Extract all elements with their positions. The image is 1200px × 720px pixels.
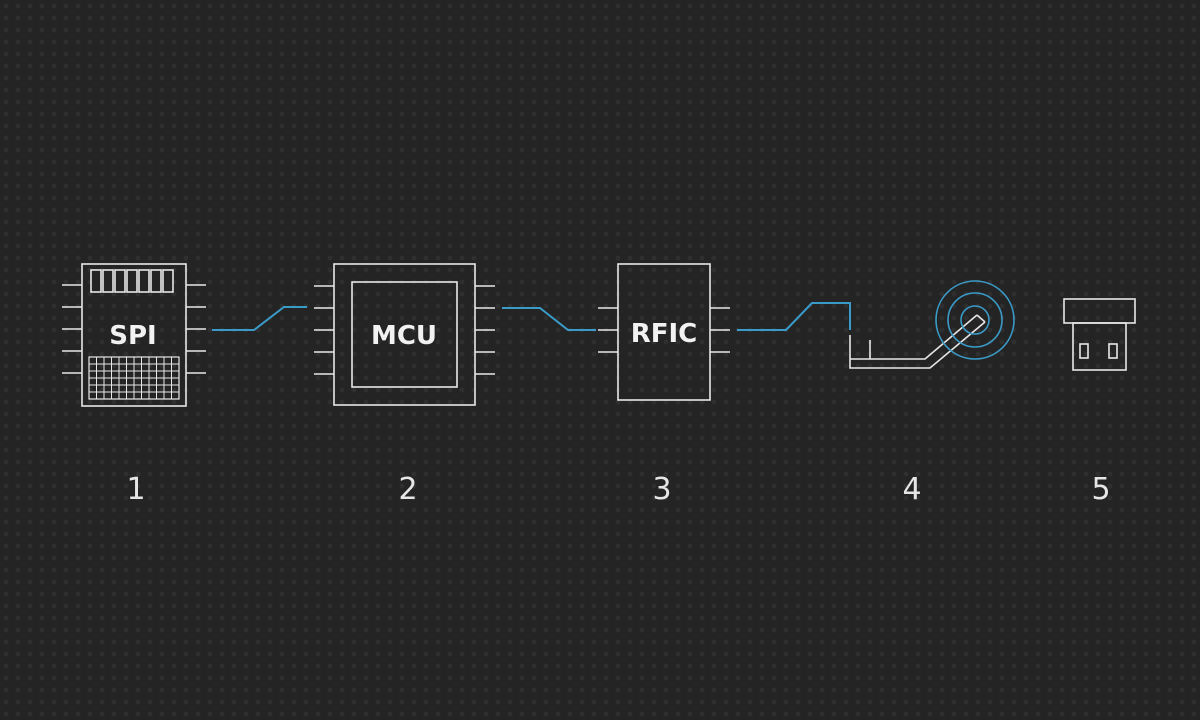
- pcb-antenna-icon: [849, 314, 986, 369]
- component-number-2: 2: [398, 472, 418, 507]
- usb-receiver-icon: [1063, 298, 1136, 371]
- mcu-to-rfic-trace: [502, 307, 596, 331]
- microcontroller-chip-icon: [314, 263, 495, 406]
- component-number-4: 4: [902, 472, 922, 507]
- spi-flash-chip-icon: [62, 263, 206, 407]
- spi-to-mcu-trace: [212, 306, 307, 331]
- spi-chip-label: SPI: [109, 321, 156, 351]
- component-number-1: 1: [126, 472, 146, 507]
- component-number-3: 3: [652, 472, 672, 507]
- rfic-chip-label: RFIC: [631, 319, 698, 349]
- rfic-to-antenna-trace: [737, 302, 851, 331]
- radio-wave-icon: [935, 280, 1015, 360]
- component-number-5: 5: [1091, 472, 1111, 507]
- mcu-chip-label: MCU: [371, 321, 437, 351]
- rf-chip-icon: [598, 263, 730, 401]
